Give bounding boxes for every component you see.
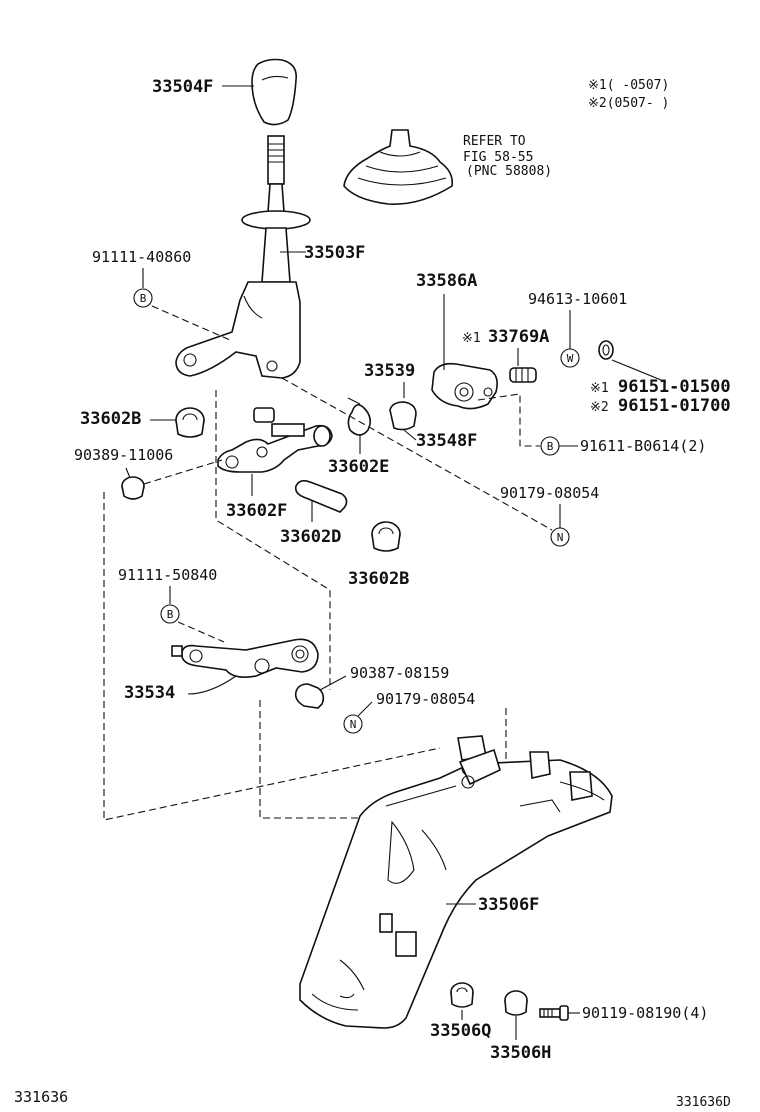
label-33506Q: 33506Q <box>430 1021 491 1041</box>
dashed-90179-upper <box>281 377 553 531</box>
circle-mark-n-lower: N <box>343 714 363 734</box>
link-lever-33534 <box>171 638 319 678</box>
footer-code-left: 331636 <box>14 1088 68 1106</box>
label-33506H: 33506H <box>490 1043 551 1063</box>
collar-33506H <box>504 990 528 1016</box>
leader-90179-lower <box>357 701 373 717</box>
label-33602B-lower: 33602B <box>348 569 409 589</box>
leader-33534 <box>187 675 237 695</box>
legend-note-2: ※2(0507- ) <box>588 96 669 111</box>
shift-boot <box>343 129 454 205</box>
leader-90389 <box>125 467 131 479</box>
label-33586A: 33586A <box>416 271 477 291</box>
collar-90387 <box>294 683 325 709</box>
base-bracket <box>299 735 613 1029</box>
svg-text:B: B <box>167 608 174 621</box>
label-33504F: 33504F <box>152 77 213 97</box>
label-90389-11006: 90389-11006 <box>74 446 173 464</box>
bushing-33602B-upper <box>175 407 205 438</box>
pin-33602D <box>294 479 348 513</box>
shift-lever <box>175 135 311 379</box>
circle-mark-b-upper: B <box>133 288 153 308</box>
label-33534: 33534 <box>124 683 175 703</box>
leader-90387 <box>319 675 347 691</box>
footer-code-right: 331636D <box>676 1095 731 1110</box>
selector-block <box>431 362 498 410</box>
legend-note-1: ※1( -0507) <box>588 78 669 93</box>
dashed-91111-40860 <box>151 305 231 341</box>
label-33506F: 33506F <box>478 895 539 915</box>
bushing-90389 <box>121 476 145 500</box>
svg-text:B: B <box>140 292 147 305</box>
refer-note-line-1: REFER TO <box>463 134 526 149</box>
dashed-box-left <box>215 390 331 690</box>
svg-text:N: N <box>557 531 564 544</box>
label-90179-08054-lower: 90179-08054 <box>376 690 475 708</box>
shaft-assembly <box>217 407 333 473</box>
grommet-33506Q <box>450 982 474 1008</box>
shift-knob <box>251 58 298 126</box>
leader-33548F <box>403 429 417 441</box>
label-90387-08159: 90387-08159 <box>350 664 449 682</box>
leader-96151 <box>611 359 667 383</box>
spring <box>509 367 537 383</box>
label-33539: 33539 <box>364 361 415 381</box>
label-33548F: 33548F <box>416 431 477 451</box>
circle-mark-n-upper: N <box>550 527 570 547</box>
label-96151-01700: 96151-01700 <box>618 396 731 416</box>
dashed-90389 <box>143 459 223 485</box>
label-91111-40860: 91111-40860 <box>92 248 191 266</box>
label-96151-01500: 96151-01500 <box>618 377 731 397</box>
svg-text:W: W <box>567 352 574 365</box>
refer-note-line-2: FIG 58-55 <box>463 150 533 165</box>
collar <box>389 401 417 431</box>
label-94613-10601: 94613-10601 <box>528 290 627 308</box>
label-33602D: 33602D <box>280 527 341 547</box>
dashed-91611 <box>477 393 540 447</box>
bolt-90119 <box>539 1005 569 1021</box>
label-90119-08190: 90119-08190(4) <box>582 1004 708 1022</box>
svg-text:B: B <box>547 440 554 453</box>
mark-2-96151: ※2 <box>590 400 609 415</box>
label-33602F: 33602F <box>226 501 287 521</box>
clip-33602E <box>347 397 372 436</box>
label-91111-50840: 91111-50840 <box>118 566 217 584</box>
circle-mark-b-lower: B <box>160 604 180 624</box>
svg-text:N: N <box>350 718 357 731</box>
refer-note-line-3: (PNC 58808) <box>466 164 552 179</box>
snap-ring <box>598 340 614 360</box>
circle-mark-w: W <box>560 348 580 368</box>
label-33602E: 33602E <box>328 457 389 477</box>
label-33602B-upper: 33602B <box>80 409 141 429</box>
circle-mark-b-right: B <box>540 436 560 456</box>
dashed-box-bottom <box>259 700 490 819</box>
mark-1-96151: ※1 <box>590 381 609 396</box>
mark-1-33769A: ※1 <box>462 331 481 346</box>
label-33769A: 33769A <box>488 327 549 347</box>
dashed-91111-50840 <box>177 621 225 643</box>
label-33503F: 33503F <box>304 243 365 263</box>
bushing-33602B-lower <box>371 521 401 552</box>
label-91611-B0614: 91611-B0614(2) <box>580 437 706 455</box>
label-90179-08054-upper: 90179-08054 <box>500 484 599 502</box>
